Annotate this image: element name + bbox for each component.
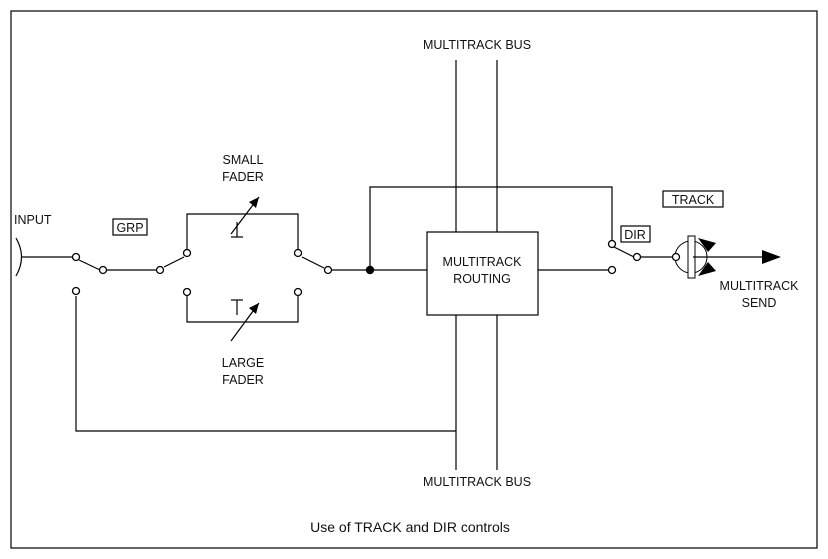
multitrack-bus-bottom-label: MULTITRACK BUS: [423, 475, 531, 489]
input-label: INPUT: [14, 213, 52, 227]
diagram-frame: [10, 10, 818, 549]
grp-switch-arm: [78, 259, 101, 271]
large-fader-wire-in: [186, 296, 225, 323]
return-loop-wire: [75, 296, 456, 432]
track-send-input-node: [671, 252, 681, 262]
loop-node: [71, 286, 81, 296]
send-label-line2: SEND: [742, 296, 777, 310]
diagram-caption: Use of TRACK and DIR controls: [310, 519, 510, 535]
large-fader-out-node: [293, 287, 303, 297]
dir-label-box: [620, 225, 651, 243]
routing-label-line1: MULTITRACK: [443, 255, 523, 269]
track-upper-arrow-icon: [698, 238, 716, 252]
dir-output-node: [632, 252, 642, 262]
small-fader-label-line1: SMALL: [223, 153, 264, 167]
grp-label: GRP: [116, 221, 143, 235]
fader-select-switch-arm: [163, 256, 185, 268]
small-fader-wire-out: [250, 213, 299, 253]
fader-output-node: [323, 265, 333, 275]
track-label-box: [662, 190, 724, 208]
large-fader-label-line1: LARGE: [222, 356, 264, 370]
large-fader-wire-out: [250, 296, 299, 323]
multitrack-bus-top-label: MULTITRACK BUS: [423, 38, 531, 52]
fader-output-switch-arm: [301, 256, 325, 269]
multitrack-routing-box: [426, 231, 539, 316]
track-lower-arrow-icon: [698, 262, 716, 276]
input-jack-icon: [15, 237, 23, 277]
track-label: TRACK: [672, 193, 715, 207]
dir-node: [607, 239, 617, 249]
grp-label-box: [112, 218, 148, 236]
junction-dot: [365, 265, 375, 275]
fader-select-node: [155, 265, 165, 275]
routing-label-line2: ROUTING: [453, 272, 511, 286]
small-fader-wire-in: [186, 213, 225, 253]
small-fader-in-node: [182, 248, 192, 258]
large-fader-label-line2: FADER: [222, 373, 264, 387]
dir-switch-arm: [613, 246, 635, 258]
large-fader-in-node: [182, 287, 192, 297]
small-fader-label-line2: FADER: [222, 170, 264, 184]
grp-node: [98, 265, 108, 275]
direct-branch-wire: [369, 186, 613, 270]
small-fader-out-node: [293, 248, 303, 258]
small-fader-arrowhead: [249, 197, 259, 208]
large-fader-arrowhead: [249, 303, 259, 314]
send-label-line1: MULTITRACK: [720, 279, 800, 293]
send-arrowhead-icon: [762, 250, 781, 264]
dir-label: DIR: [624, 228, 646, 242]
routing-node: [607, 265, 617, 275]
input-node: [71, 252, 81, 262]
